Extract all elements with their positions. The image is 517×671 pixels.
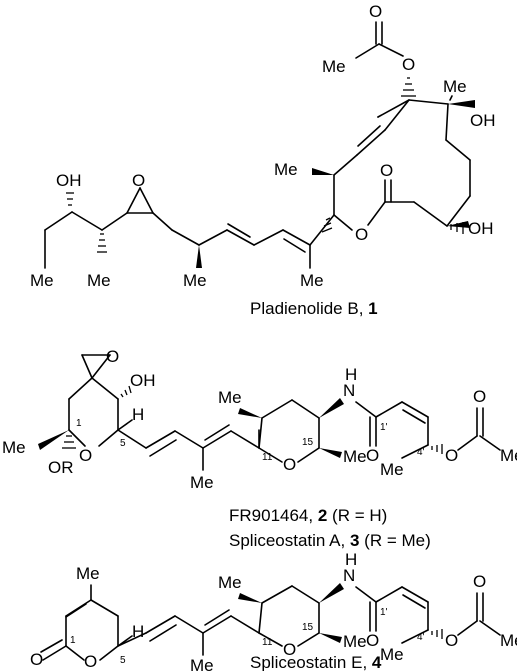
locant-c1p-a: 1' <box>380 422 388 433</box>
atom-h-amide-a: H <box>345 365 357 384</box>
atom-me-acetate: Me <box>322 57 346 76</box>
atom-o-amide-b: O <box>366 631 379 650</box>
atom-o-thp-a: O <box>283 455 296 474</box>
structure-pladienolide-b: O Me O Me OH OH O O <box>30 2 496 318</box>
atom-o-pyran-a: O <box>79 446 92 465</box>
caption-compound-3: Spliceostatin A, 3 (R = Me) <box>229 531 431 550</box>
atom-me-diene-b: Me <box>190 656 214 671</box>
locant-c11-b: 11 <box>262 637 273 648</box>
atom-me-c15-a: Me <box>343 447 367 466</box>
locant-c5-b: 5 <box>120 655 126 666</box>
structure-spliceostatin-e: Me O O H 1 5 Me O Me <box>30 550 517 671</box>
atom-o-lactone-carbonyl: O <box>380 161 393 180</box>
atom-o-spiroepoxide: O <box>106 347 119 366</box>
atom-me-thp-b: Me <box>218 573 242 592</box>
atom-me-c20: Me <box>183 271 207 290</box>
locant-c15-b: 15 <box>302 622 314 633</box>
atom-o-lactone-b: O <box>84 652 97 671</box>
atom-me-c24: Me <box>87 271 111 290</box>
atom-o-acetate-ester: O <box>402 55 415 74</box>
caption-compound-1: Pladienolide B, 1 <box>250 299 378 318</box>
atom-h-pyran-a: H <box>132 405 144 424</box>
caption-compound-4: Spliceostatin E, 4 <box>250 653 382 671</box>
atom-o-ester-a: O <box>445 446 458 465</box>
locant-c4p-b: 4' <box>417 632 425 643</box>
locant-c5-a: 5 <box>120 438 126 449</box>
locant-c1-b: 1 <box>70 635 76 646</box>
atom-me-diene-a: Me <box>190 473 214 492</box>
atom-me-c4p-b: Me <box>380 645 404 664</box>
atom-or-c1: OR <box>48 458 74 477</box>
atom-me-c6: Me <box>443 77 467 96</box>
atom-o-thp-b: O <box>283 640 296 659</box>
atom-me-c10: Me <box>274 160 298 179</box>
atom-oh-c6: OH <box>470 111 496 130</box>
atom-o-ester-b: O <box>445 631 458 650</box>
atom-me-thp-a: Me <box>218 388 242 407</box>
atom-me-c16: Me <box>300 271 324 290</box>
locant-c11-a: 11 <box>262 452 273 463</box>
atom-o-lactone-carbonyl-b: O <box>30 650 43 669</box>
locant-c1p-b: 1' <box>380 607 388 618</box>
caption-compound-2: FR901464, 2 (R = H) <box>229 506 387 525</box>
atom-me-c4p-a: Me <box>380 460 404 479</box>
atom-oh-c23: OH <box>56 171 82 190</box>
locant-c15-a: 15 <box>302 437 314 448</box>
atom-o-ester-carbonyl-a: O <box>473 387 486 406</box>
atom-o-epoxide-1: O <box>132 171 145 190</box>
atom-h-lactone-b: H <box>132 622 144 641</box>
locant-c1-a: 1 <box>76 418 82 429</box>
atom-o-ester-carbonyl-b: O <box>473 572 486 591</box>
atom-n-amide-b: N <box>343 566 355 585</box>
atom-n-amide-a: N <box>343 381 355 400</box>
atom-o-lactone: O <box>355 225 368 244</box>
atom-oh-c3: OH <box>468 219 494 238</box>
atom-me-c1: Me <box>2 438 26 457</box>
atom-o-amide-a: O <box>366 446 379 465</box>
atom-me-terminal: Me <box>30 271 54 290</box>
atom-me-ester-b: Me <box>500 631 517 650</box>
atom-me-ester-a: Me <box>500 446 517 465</box>
atom-oh-pyran-a: OH <box>130 371 156 390</box>
locant-c4p-a: 4' <box>417 447 425 458</box>
atom-me-c15-b: Me <box>343 632 367 651</box>
atom-me-lactone-b: Me <box>76 564 100 583</box>
atom-h-amide-b: H <box>345 550 357 569</box>
structure-fr901464: O O OH H Me OR 1 5 Me O <box>2 347 517 550</box>
atom-o-acetate-carbonyl: O <box>369 2 382 21</box>
